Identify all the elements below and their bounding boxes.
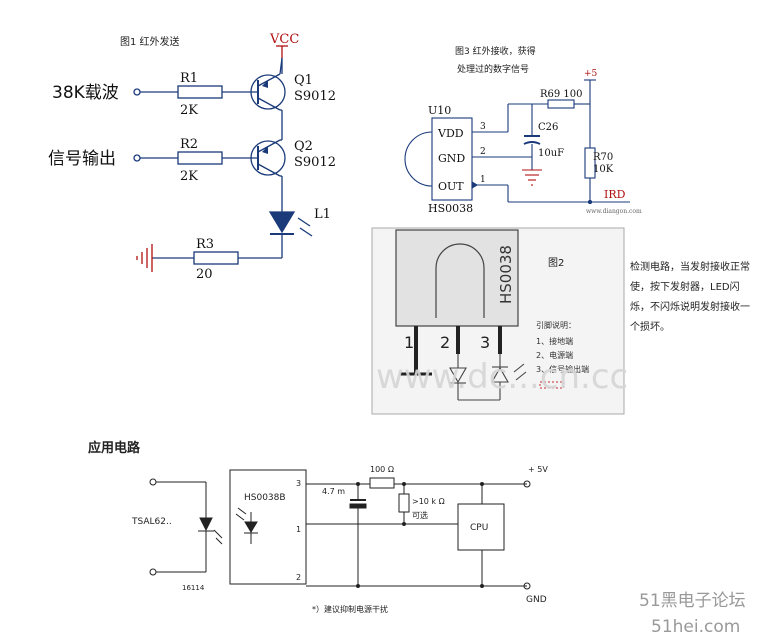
- pin2-label: 2: [480, 147, 486, 157]
- vcc-label: VCC: [269, 32, 299, 47]
- r3-label: R3: [196, 237, 214, 252]
- app-circuit: [149, 469, 531, 590]
- r100-label: 100 Ω: [370, 465, 394, 474]
- app-pin1: 1: [296, 525, 301, 534]
- footnote: *）建议抑制电源干扰: [312, 604, 388, 614]
- input2-terminal: [133, 154, 141, 162]
- r2-label: R2: [180, 137, 198, 152]
- plus5-label: +5: [584, 69, 598, 79]
- hs0038-label: HS0038: [428, 202, 473, 215]
- input2-label: 信号输出: [48, 149, 116, 169]
- cpu-label: CPU: [470, 523, 488, 533]
- l1-label: L1: [314, 207, 331, 222]
- cpu-block: [457, 503, 505, 551]
- v5-label: + 5V: [528, 465, 548, 474]
- fig3-ir-receive: 图3 红外接收，获得 处理过的数字信号: [404, 45, 630, 205]
- fig1-labels: 38K载波 信号输出 R1 2K R2 2K R3 20 Q1 S9012 Q2…: [48, 71, 336, 282]
- q1-model: S9012: [294, 89, 336, 104]
- fig2-watermark: www.dc...cn.cc: [376, 357, 628, 397]
- r10k-resistor: [398, 493, 410, 513]
- input1-terminal: [133, 88, 141, 96]
- r70-value: 10K: [593, 164, 614, 175]
- fig3-title-line1: 图3 红外接收，获得: [455, 45, 536, 57]
- pin-desc-1: 1、接地端: [536, 336, 573, 346]
- r3-resistor: [193, 251, 239, 265]
- l1-led: [268, 211, 296, 234]
- fig2-photo: HS0038 1 2 3 图2 引脚说明： 1、接地端 2、电源端 3、信号输出…: [371, 227, 628, 415]
- r1-value: 2K: [180, 103, 198, 118]
- input1-label: 38K载波: [52, 83, 119, 103]
- pin3-label: 3: [480, 122, 486, 132]
- site-watermark: www.diangon.com: [586, 208, 642, 215]
- pin-desc-3: 3、信号输出端: [536, 364, 589, 374]
- ird-label: IRD: [604, 188, 626, 201]
- q1-label: Q1: [294, 73, 313, 88]
- r10k-label: >10 k Ω: [412, 497, 445, 506]
- q2-label: Q2: [294, 139, 313, 154]
- c26-value: 10uF: [538, 148, 564, 159]
- u10-label: U10: [428, 104, 451, 117]
- fig1-title: 图1 红外发送: [120, 35, 180, 48]
- site-logo: 51黑电子论坛 51hei.com: [639, 591, 746, 637]
- logo-line1: 51黑电子论坛: [639, 591, 746, 611]
- fig2-pin1: 1: [404, 333, 414, 352]
- r2-resistor: [177, 151, 223, 165]
- r69-resistor: [547, 99, 575, 109]
- cap-label: 4.7 m: [322, 487, 345, 496]
- app-labels: TSAL62.. 16114 HS0038B 3 1 2 100 Ω 4.7 m…: [131, 465, 548, 614]
- r1-label: R1: [180, 71, 198, 86]
- code-label: 16114: [182, 584, 205, 592]
- fig3-labels: +5 U10 VDD GND OUT 3 2 1 HS0038 R69 100 …: [428, 69, 642, 215]
- fig2-label: 图2: [548, 257, 564, 269]
- test-note: 检测电路，当发射接收正常使，按下发射器，LED闪烁，不闪烁说明发射接收一个损坏。: [630, 262, 750, 333]
- pin1-label: 1: [480, 175, 486, 185]
- r2-value: 2K: [180, 169, 198, 184]
- u10-chip: [431, 117, 473, 201]
- app-pin2: 2: [296, 573, 301, 582]
- q2-model: S9012: [294, 155, 336, 170]
- hs0038b-label: HS0038B: [244, 493, 286, 503]
- r70-label: R70: [593, 152, 613, 163]
- fig2-chip-label: HS0038: [497, 245, 515, 304]
- vdd-label: VDD: [437, 127, 464, 140]
- fig1-ground-icon: [136, 244, 153, 272]
- app-pin3: 3: [296, 479, 301, 488]
- tsal-label: TSAL62..: [131, 517, 172, 527]
- r1-resistor: [177, 85, 223, 99]
- gnd-label: GND: [526, 595, 547, 605]
- gnd-label: GND: [438, 152, 465, 165]
- r69-label: R69 100: [540, 89, 583, 100]
- fig1-ir-transmit: 图1 红外发送 VCC: [120, 32, 313, 272]
- r3-value: 20: [196, 267, 213, 282]
- logo-line2: 51hei.com: [651, 617, 740, 637]
- optional-label: 可选: [412, 510, 428, 520]
- hs0038b-chip: [229, 469, 307, 585]
- pin-desc-title: 引脚说明：: [536, 320, 576, 330]
- fig2-pin2: 2: [440, 333, 450, 352]
- out-label: OUT: [438, 180, 464, 193]
- c26-label: C26: [538, 122, 558, 133]
- tsal-led: [199, 517, 213, 532]
- app-title: 应用电路: [88, 440, 141, 456]
- r100-resistor: [369, 477, 395, 489]
- fig3-ground-icon: [522, 169, 542, 186]
- pin-desc-2: 2、电源端: [536, 350, 573, 360]
- fig3-title-line2: 处理过的数字信号: [457, 63, 529, 75]
- fig2-pin3: 3: [480, 333, 490, 352]
